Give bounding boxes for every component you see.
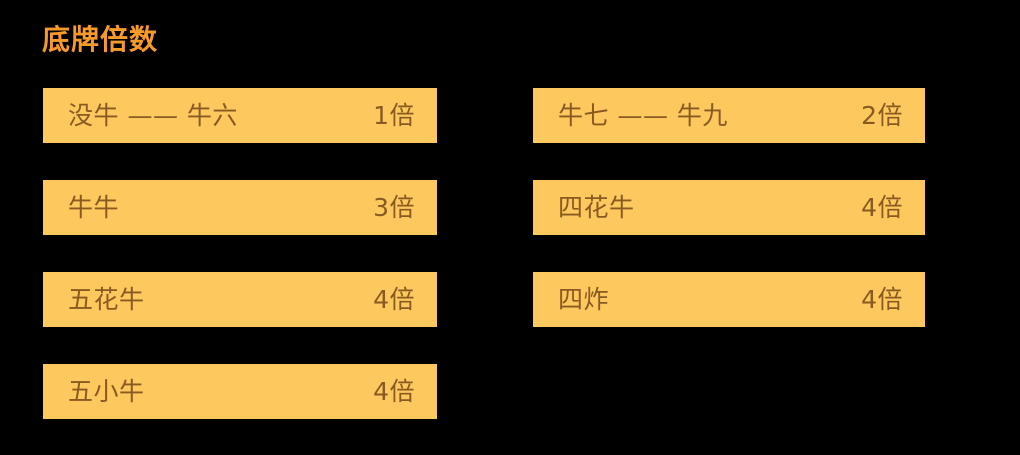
row-multiplier: 4倍: [861, 193, 903, 222]
row-multiplier: 4倍: [861, 285, 903, 314]
multiplier-column-left: 没牛 —— 牛六 1倍 牛牛 3倍 五花牛 4倍 五小牛 4倍: [43, 88, 437, 419]
row-multiplier: 1倍: [373, 101, 415, 130]
row-label: 没牛 —— 牛六: [68, 101, 238, 130]
table-row: 牛七 —— 牛九 2倍: [533, 88, 925, 143]
table-row: 五小牛 4倍: [43, 364, 437, 419]
table-row: 没牛 —— 牛六 1倍: [43, 88, 437, 143]
table-row: 牛牛 3倍: [43, 180, 437, 235]
row-label: 五小牛: [68, 377, 145, 406]
row-multiplier: 4倍: [373, 285, 415, 314]
table-row: 四炸 4倍: [533, 272, 925, 327]
row-multiplier: 3倍: [373, 193, 415, 222]
multiplier-column-right: 牛七 —— 牛九 2倍 四花牛 4倍 四炸 4倍: [533, 88, 925, 327]
table-row: 四花牛 4倍: [533, 180, 925, 235]
row-label: 四炸: [558, 285, 610, 314]
row-label: 牛七 —— 牛九: [558, 101, 728, 130]
page-title: 底牌倍数: [42, 23, 159, 56]
row-label: 四花牛: [558, 193, 635, 222]
row-multiplier: 2倍: [861, 101, 903, 130]
table-row: 五花牛 4倍: [43, 272, 437, 327]
row-label: 五花牛: [68, 285, 145, 314]
row-multiplier: 4倍: [373, 377, 415, 406]
row-label: 牛牛: [68, 193, 120, 222]
